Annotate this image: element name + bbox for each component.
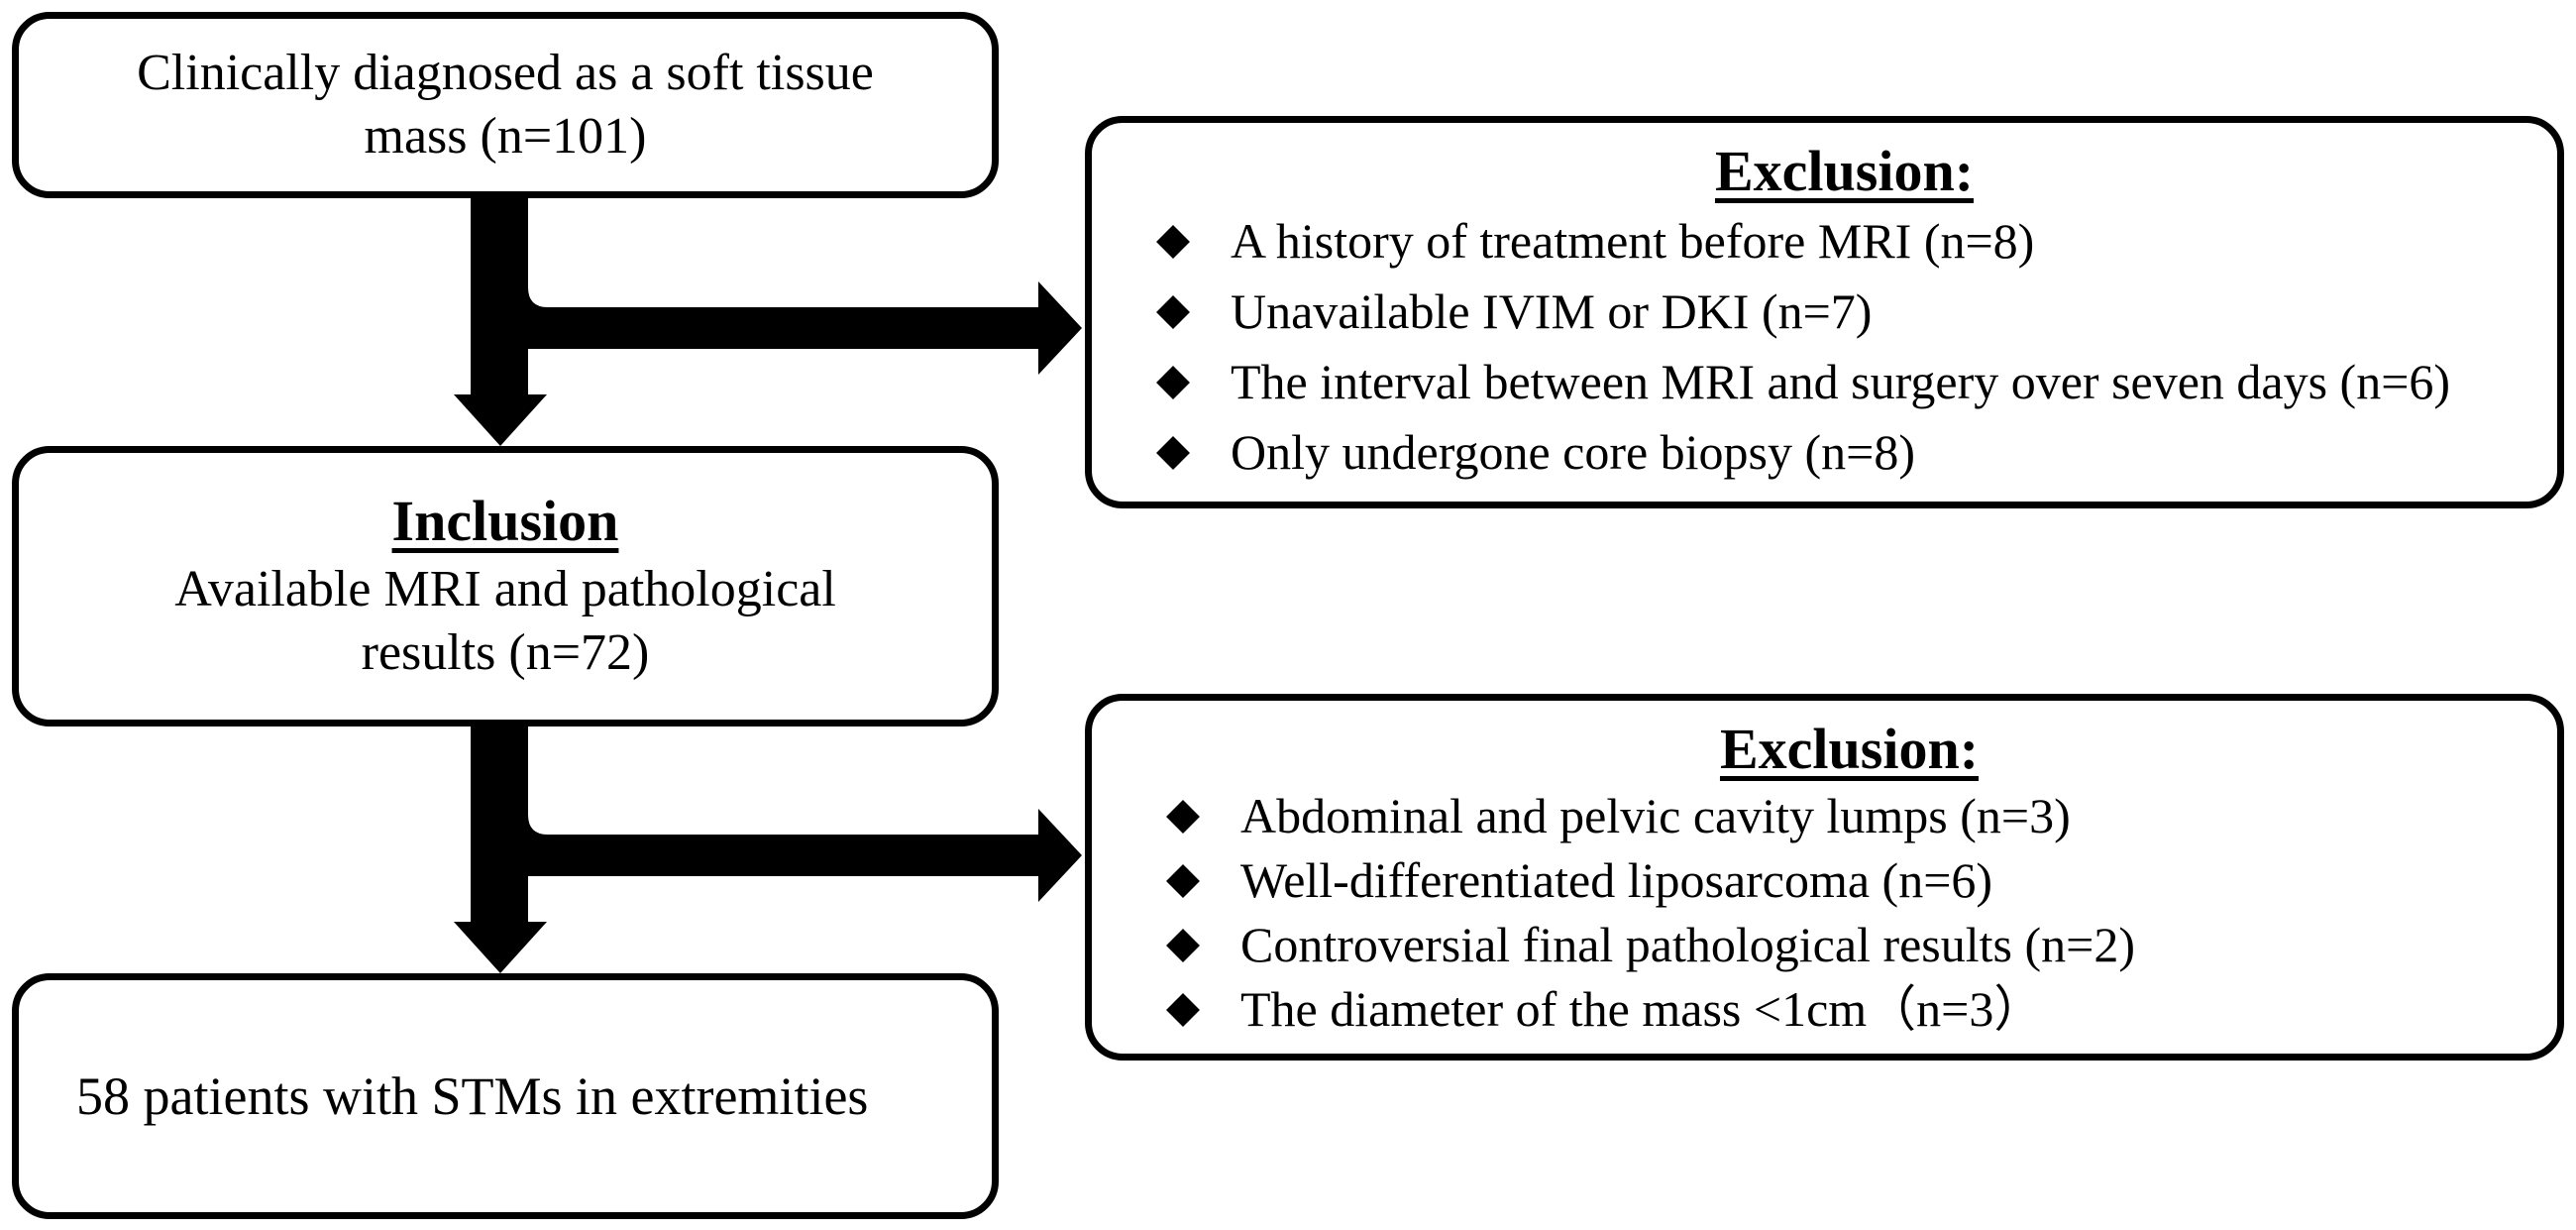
exclusion-2-item: Controversial final pathological results…	[1166, 913, 2527, 977]
inclusion-text-line1: Available MRI and pathological	[174, 560, 836, 617]
exclusion-1-item-text: The interval between MRI and surgery ove…	[1231, 354, 2451, 409]
exclusion-1-item: The interval between MRI and surgery ove…	[1156, 347, 2527, 417]
exclusion-box-2: Exclusion: Abdominal and pelvic cavity l…	[1085, 694, 2564, 1061]
start-text-line1: Clinically diagnosed as a soft tissue	[137, 45, 874, 101]
exclusion-box-1: Exclusion: A history of treatment before…	[1085, 116, 2564, 508]
inclusion-text-line2: results (n=72)	[361, 623, 650, 681]
diamond-bullet-icon	[1166, 928, 1200, 962]
diamond-bullet-icon	[1166, 863, 1200, 898]
exclusion-2-item-text: Controversial final pathological results…	[1240, 917, 2135, 972]
exclusion-2-item: Well-differentiated liposarcoma (n=6)	[1166, 848, 2527, 913]
exclusion-1-item: Only undergone core biopsy (n=8)	[1156, 417, 2527, 488]
arrow-inclusion-to-exclusion2	[528, 809, 1082, 902]
exclusion-2-item-text: Well-differentiated liposarcoma (n=6)	[1240, 852, 1993, 908]
final-box: 58 patients with STMs in extremities	[12, 973, 999, 1219]
arrow-inclusion-to-final	[454, 727, 547, 973]
diamond-bullet-icon	[1156, 224, 1190, 259]
exclusion-2-item: The diameter of the mass <1cm（n=3）	[1166, 977, 2527, 1042]
final-text: 58 patients with STMs in extremities	[76, 1066, 869, 1126]
exclusion-2-item-text: Abdominal and pelvic cavity lumps (n=3)	[1240, 788, 2071, 843]
exclusion-1-list: A history of treatment before MRI (n=8) …	[1156, 206, 2527, 488]
diamond-bullet-icon	[1156, 435, 1190, 470]
start-box: Clinically diagnosed as a soft tissue ma…	[12, 12, 999, 198]
exclusion-2-item: Abdominal and pelvic cavity lumps (n=3)	[1166, 784, 2527, 848]
exclusion-2-item-text: The diameter of the mass <1cm（n=3）	[1240, 981, 2044, 1037]
arrow-start-to-exclusion1	[528, 281, 1082, 375]
exclusion-1-item-text: Unavailable IVIM or DKI (n=7)	[1231, 283, 1873, 339]
diamond-bullet-icon	[1166, 992, 1200, 1027]
exclusion-1-item-text: Only undergone core biopsy (n=8)	[1231, 424, 1916, 480]
exclusion-1-item-text: A history of treatment before MRI (n=8)	[1231, 213, 2035, 269]
inclusion-text: Available MRI and pathological results (…	[19, 558, 992, 685]
exclusion-1-item: A history of treatment before MRI (n=8)	[1156, 206, 2527, 277]
exclusion-1-title: Exclusion:	[1714, 139, 1975, 203]
diamond-bullet-icon	[1156, 365, 1190, 399]
diamond-bullet-icon	[1166, 799, 1200, 834]
start-text-line2: mass (n=101)	[364, 108, 647, 165]
exclusion-1-item: Unavailable IVIM or DKI (n=7)	[1156, 277, 2527, 347]
inclusion-box: Inclusion Available MRI and pathological…	[12, 446, 999, 727]
start-box-text: Clinically diagnosed as a soft tissue ma…	[19, 42, 992, 168]
exclusion-2-title: Exclusion:	[1719, 717, 1980, 781]
diamond-bullet-icon	[1156, 294, 1190, 329]
inclusion-title: Inclusion	[391, 488, 619, 553]
arrow-start-to-inclusion	[454, 198, 547, 446]
exclusion-2-list: Abdominal and pelvic cavity lumps (n=3) …	[1166, 784, 2527, 1042]
